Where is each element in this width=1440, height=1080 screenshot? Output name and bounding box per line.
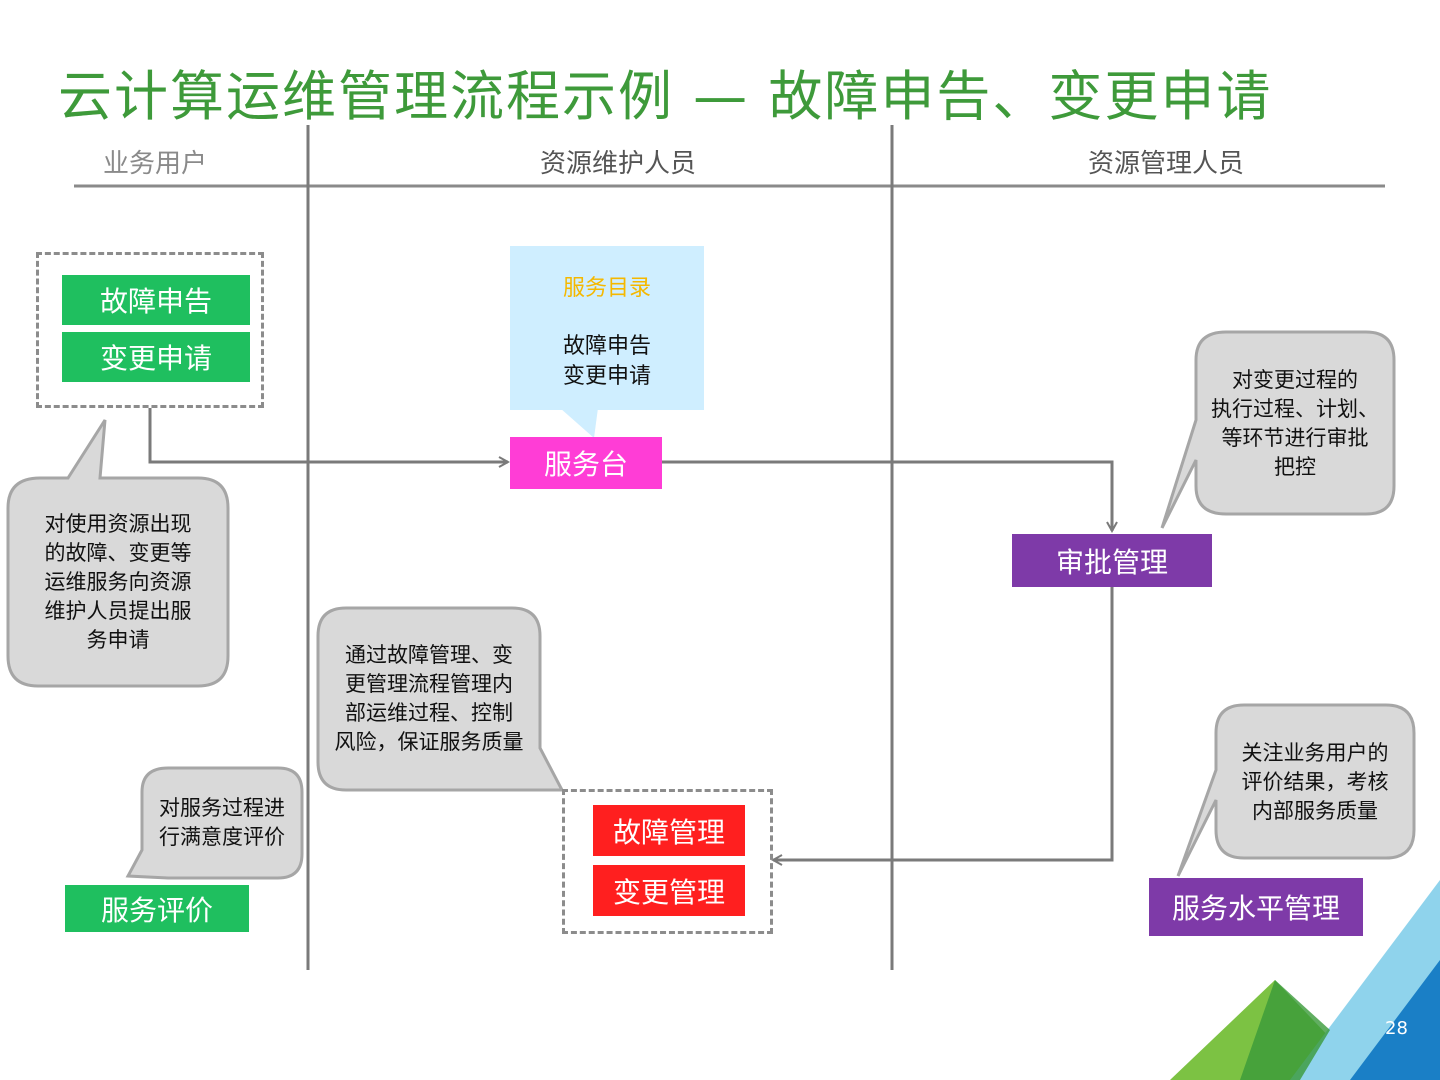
- callout-satisfaction-text: 对服务过程进 行满意度评价: [142, 772, 302, 874]
- callout-line: 部运维过程、控制: [345, 701, 513, 725]
- management-group: [562, 789, 773, 934]
- callout-line: 维护人员提出服: [44, 598, 192, 623]
- page-number: 28: [1385, 1018, 1408, 1039]
- callout-internal-process-shape: [316, 606, 565, 792]
- fault-management-box[interactable]: 故障管理: [593, 805, 745, 856]
- callout-evaluation-focus-text: 关注业务用户的 评价结果，考核 内部服务质量: [1216, 710, 1414, 854]
- service-catalog-item-fault: 故障申告: [562, 334, 651, 359]
- callout-line: 把控: [1274, 455, 1316, 479]
- fault-report-box[interactable]: 故障申告: [62, 275, 250, 325]
- callout-approval-control-text: 对变更过程的 执行过程、计划、 等环节进行审批 把控: [1196, 336, 1394, 512]
- callout-line: 务申请: [86, 627, 150, 652]
- callout-evaluation-focus-shape: [1176, 703, 1416, 877]
- arrow-user-to-service-desk: [148, 408, 508, 462]
- callout-line: 的故障、变更等: [44, 540, 192, 565]
- change-management-box[interactable]: 变更管理: [593, 865, 745, 916]
- callout-line: 更管理流程管理内: [345, 672, 513, 696]
- callout-line: 对使用资源出现: [44, 511, 192, 536]
- callout-satisfaction-shape: [125, 766, 304, 880]
- service-desk-box[interactable]: 服务台: [510, 437, 662, 489]
- callout-line: 关注业务用户的: [1241, 740, 1389, 765]
- callout-internal-process-text: 通过故障管理、变 更管理流程管理内 部运维过程、控制 风险，保证服务质量: [318, 612, 540, 786]
- callout-line: 风险，保证服务质量: [334, 730, 524, 754]
- change-request-box[interactable]: 变更申请: [62, 332, 250, 382]
- callout-line: 执行过程、计划、: [1211, 397, 1379, 421]
- user-request-group: [36, 252, 264, 408]
- callout-line: 对变更过程的: [1232, 368, 1358, 392]
- callout-line: 通过故障管理、变: [345, 643, 513, 667]
- callout-line: 对服务过程进: [159, 796, 285, 820]
- service-evaluation-box[interactable]: 服务评价: [65, 885, 249, 932]
- page-title: 云计算运维管理流程示例 — 故障申告、变更申请: [58, 65, 1273, 128]
- arrow-approval-to-management: [773, 587, 1114, 860]
- corner-decoration-blue: [1350, 960, 1440, 1080]
- service-catalog-heading: 服务目录: [562, 276, 651, 301]
- callout-line: 行满意度评价: [159, 825, 285, 849]
- callout-line: 运维服务向资源: [44, 569, 192, 594]
- callout-user-request-text: 对使用资源出现 的故障、变更等 运维服务向资源 维护人员提出服 务申请: [14, 482, 222, 682]
- callout-line: 等环节进行审批: [1221, 426, 1369, 450]
- service-catalog-note: 服务目录 故障申告 变更申请: [510, 246, 704, 410]
- callout-user-request-shape: [6, 419, 230, 688]
- lane-header-management: 资源管理人员: [1088, 149, 1245, 179]
- corner-decoration-darkgreen: [1240, 980, 1330, 1080]
- arrow-desk-to-approval: [662, 460, 1112, 531]
- service-catalog-note-tail: [560, 408, 598, 438]
- callout-approval-control-shape: [1160, 330, 1396, 529]
- approval-management-box[interactable]: 审批管理: [1012, 534, 1212, 587]
- lane-header-maintenance: 资源维护人员: [540, 149, 697, 179]
- callout-line: 内部服务质量: [1252, 798, 1378, 823]
- callout-line: 评价结果，考核: [1241, 769, 1389, 794]
- lane-header-user: 业务用户: [103, 149, 208, 179]
- service-level-management-box[interactable]: 服务水平管理: [1149, 878, 1363, 936]
- service-catalog-item-change: 变更申请: [562, 364, 651, 389]
